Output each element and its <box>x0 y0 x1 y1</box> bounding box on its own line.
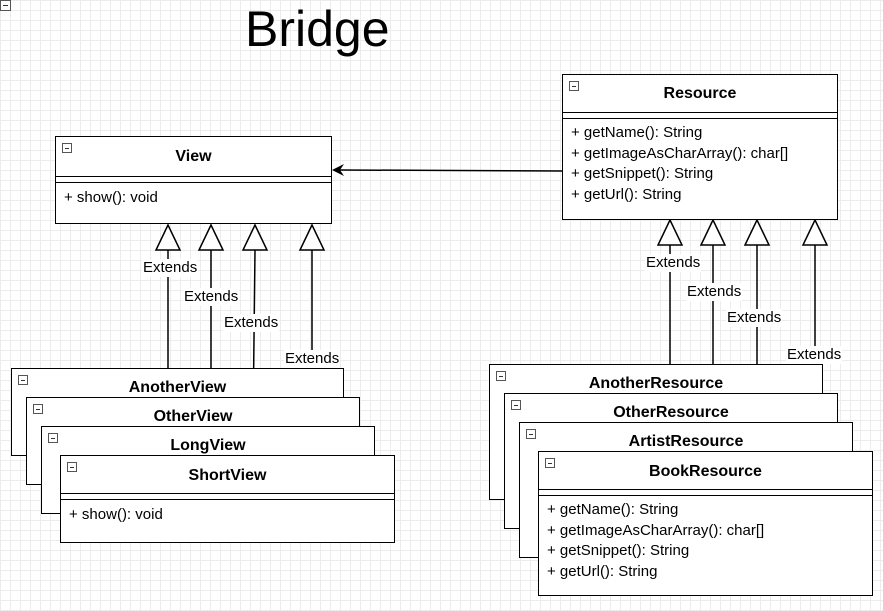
class-header: ShortView <box>61 456 394 494</box>
inherit-triangle-8 <box>801 218 829 246</box>
class-operations: + show(): void <box>56 183 331 212</box>
class-shortview[interactable]: ShortView + show(): void <box>60 455 395 543</box>
class-header: OtherResource <box>505 394 837 429</box>
collapse-icon[interactable] <box>545 458 555 468</box>
class-name: ArtistResource <box>628 433 744 450</box>
operation: + getSnippet(): String <box>547 542 690 559</box>
inherit-triangle-3 <box>241 223 269 251</box>
class-name: OtherResource <box>613 404 729 421</box>
class-name: BookResource <box>649 463 762 480</box>
extends-label: Extends <box>142 259 199 277</box>
inherit-triangle-5 <box>656 218 684 246</box>
class-name: OtherView <box>153 408 233 425</box>
operation: + getName(): String <box>547 501 679 518</box>
collapse-icon[interactable] <box>18 375 28 385</box>
diagram-title: Bridge <box>245 1 390 57</box>
class-name: AnotherResource <box>588 375 724 392</box>
operation: + getName(): String <box>571 124 703 141</box>
class-operations: + getName(): String + getImageAsCharArra… <box>563 119 837 209</box>
class-header: AnotherView <box>12 369 343 404</box>
class-name: Resource <box>663 85 737 102</box>
extends-label: Extends <box>726 309 783 327</box>
class-header: AnotherResource <box>490 365 822 400</box>
inherit-triangle-6 <box>699 218 727 246</box>
association-line <box>339 169 563 172</box>
association-arrowhead <box>332 164 344 176</box>
class-header: View <box>56 137 331 177</box>
operation: + show(): void <box>69 506 163 523</box>
extends-label: Extends <box>223 314 280 332</box>
class-view[interactable]: View + show(): void <box>55 136 332 224</box>
extends-label: Extends <box>645 254 702 272</box>
operation: + getUrl(): String <box>571 185 682 203</box>
extends-label: Extends <box>183 288 240 306</box>
collapse-icon[interactable] <box>33 404 43 414</box>
class-header: OtherView <box>27 398 359 433</box>
collapse-icon[interactable] <box>526 429 536 439</box>
extends-label: Extends <box>786 346 843 364</box>
page-collapse-icon[interactable] <box>0 0 11 11</box>
collapse-icon[interactable] <box>511 400 521 410</box>
class-operations: + getName(): String + getImageAsCharArra… <box>539 496 872 586</box>
collapse-icon[interactable] <box>496 371 506 381</box>
collapse-icon[interactable] <box>569 81 579 91</box>
class-header: Resource <box>563 75 837 113</box>
class-name: ShortView <box>188 467 267 484</box>
operation: + getImageAsCharArray(): char[] <box>547 521 765 539</box>
class-name: LongView <box>170 437 246 454</box>
collapse-icon[interactable] <box>62 143 72 153</box>
inherit-triangle-1 <box>154 223 182 251</box>
class-name: AnotherView <box>128 379 227 396</box>
class-header: LongView <box>42 427 374 462</box>
class-bookresource[interactable]: BookResource + getName(): String + getIm… <box>538 451 873 596</box>
operation: + getSnippet(): String <box>571 165 714 182</box>
extends-label: Extends <box>284 350 341 368</box>
collapse-icon[interactable] <box>48 433 58 443</box>
operation: + getUrl(): String <box>547 562 658 580</box>
class-header: ArtistResource <box>520 423 852 458</box>
class-operations: + show(): void <box>61 500 394 529</box>
operation: + getImageAsCharArray(): char[] <box>571 144 789 162</box>
class-header: BookResource <box>539 452 872 490</box>
inherit-triangle-2 <box>197 223 225 251</box>
class-resource[interactable]: Resource + getName(): String + getImageA… <box>562 74 838 220</box>
inherit-triangle-7 <box>743 218 771 246</box>
collapse-icon[interactable] <box>67 462 77 472</box>
operation: + show(): void <box>64 189 158 206</box>
class-name: View <box>175 148 212 165</box>
extends-label: Extends <box>686 283 743 301</box>
inherit-triangle-4 <box>298 223 326 251</box>
